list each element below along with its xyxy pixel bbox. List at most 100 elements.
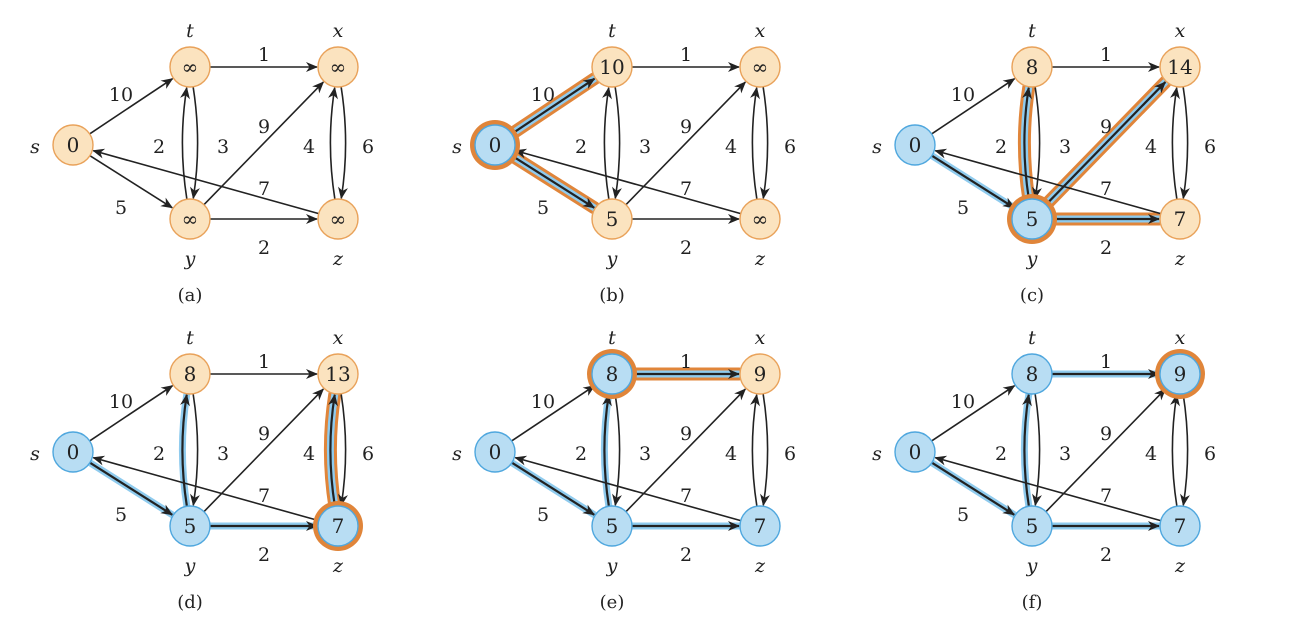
edge-weight-z-s: 7	[258, 178, 270, 200]
edge-s-t	[511, 384, 596, 442]
edge-layer	[89, 62, 348, 224]
edge-weight-z-s: 7	[680, 178, 692, 200]
vertex-x	[739, 353, 781, 395]
vertex-t	[169, 353, 211, 395]
vertex-distance-t: 8	[184, 362, 197, 386]
edge-t-y	[190, 393, 200, 507]
vertex-name-s: s	[872, 136, 882, 158]
vertex-name-y: y	[606, 555, 618, 577]
edge-weight-t-x: 1	[680, 351, 692, 373]
vertex-s	[474, 431, 516, 473]
vertex-name-s: s	[30, 443, 40, 465]
edge-y-x	[1045, 388, 1167, 513]
edge-weight-y-z: 2	[258, 237, 270, 259]
vertex-name-s: s	[452, 443, 462, 465]
edge-weight-s-y: 5	[537, 197, 549, 219]
edge-y-t	[602, 393, 612, 507]
edge-weight-t-y: 2	[575, 136, 587, 158]
edge-s-y	[89, 461, 174, 516]
vertex-z	[1159, 505, 1201, 547]
vertex-distance-t: ∞	[182, 55, 199, 79]
vertex-name-y: y	[184, 555, 196, 577]
panel-caption: (c)	[1020, 285, 1044, 306]
edge-weight-y-x: 9	[680, 423, 692, 445]
vertex-distance-s: 0	[67, 440, 80, 464]
edge-weight-t-y: 2	[153, 136, 165, 158]
edge-weight-y-x: 9	[1100, 116, 1112, 138]
edge-weight-s-t: 10	[109, 84, 133, 106]
edge-layer	[931, 369, 1190, 531]
edge-t-y	[612, 86, 622, 200]
edge-z-s	[934, 455, 1161, 522]
edge-y-x	[203, 388, 325, 513]
vertex-name-x: x	[755, 20, 766, 42]
vertex-distance-t: 8	[1026, 362, 1039, 386]
edge-z-s	[514, 455, 741, 522]
vertex-distance-y: 5	[1026, 514, 1039, 538]
edge-z-x	[750, 86, 760, 200]
vertex-t	[591, 353, 633, 395]
vertex-name-z: z	[754, 555, 766, 577]
vertex-distance-t: 8	[1026, 55, 1039, 79]
vertex-name-x: x	[1175, 327, 1186, 349]
edge-z-s	[92, 148, 319, 215]
edge-weight-t-x: 1	[258, 351, 270, 373]
vertex-distance-t: 10	[599, 55, 624, 79]
edge-weight-s-t: 10	[109, 391, 133, 413]
edge-weight-y-t: 3	[1059, 443, 1071, 465]
vertex-x	[317, 46, 359, 88]
edge-s-t	[511, 77, 596, 135]
vertex-s	[894, 431, 936, 473]
edge-weight-s-y: 5	[957, 504, 969, 526]
panel-caption: (e)	[600, 592, 625, 613]
edge-weight-z-x: 6	[362, 443, 374, 465]
edge-weight-y-x: 9	[1100, 423, 1112, 445]
edge-z-s	[514, 148, 741, 215]
vertex-name-z: z	[332, 555, 344, 577]
edge-weight-t-y: 2	[575, 443, 587, 465]
edge-z-s	[92, 455, 319, 522]
vertex-distance-x: 9	[1174, 362, 1187, 386]
edge-y-t	[1022, 393, 1032, 507]
edge-weight-z-x: 6	[784, 443, 796, 465]
edge-weight-y-t: 3	[639, 443, 651, 465]
edge-weight-t-x: 1	[258, 44, 270, 66]
edge-t-y	[612, 393, 622, 507]
panel-caption: (b)	[599, 285, 625, 306]
edge-y-x	[625, 81, 747, 206]
vertex-z	[739, 505, 781, 547]
vertex-distance-t: 8	[606, 362, 619, 386]
vertex-distance-s: 0	[489, 440, 502, 464]
edge-weight-t-y: 2	[153, 443, 165, 465]
edge-y-t	[180, 86, 190, 200]
vertex-distance-z: 7	[754, 514, 767, 538]
edge-layer	[89, 369, 348, 531]
vertex-distance-x: 9	[754, 362, 767, 386]
vertex-distance-s: 0	[909, 133, 922, 157]
vertex-distance-s: 0	[489, 133, 502, 157]
edge-weight-y-z: 2	[258, 544, 270, 566]
vertex-distance-y: 5	[606, 514, 619, 538]
edge-layer	[511, 369, 770, 531]
vertex-z	[317, 198, 359, 240]
edge-x-z	[760, 86, 770, 200]
edge-weight-y-x: 9	[680, 116, 692, 138]
vertex-s	[474, 124, 516, 166]
vertex-name-x: x	[1175, 20, 1186, 42]
edge-weight-y-z: 2	[1100, 544, 1112, 566]
vertex-distance-y: 5	[606, 207, 619, 231]
edge-weight-t-y: 2	[995, 136, 1007, 158]
vertex-y	[169, 505, 211, 547]
vertex-name-t: t	[1028, 327, 1036, 349]
edge-weight-t-x: 1	[1100, 44, 1112, 66]
edge-s-y	[511, 461, 596, 516]
vertex-distance-z: ∞	[330, 207, 347, 231]
vertex-name-y: y	[606, 248, 618, 270]
edge-weight-s-y: 5	[115, 197, 127, 219]
edge-s-y	[89, 155, 174, 209]
vertex-distance-x: 13	[325, 362, 350, 386]
edge-y-x	[1045, 81, 1167, 206]
vertex-distance-s: 0	[67, 133, 80, 157]
